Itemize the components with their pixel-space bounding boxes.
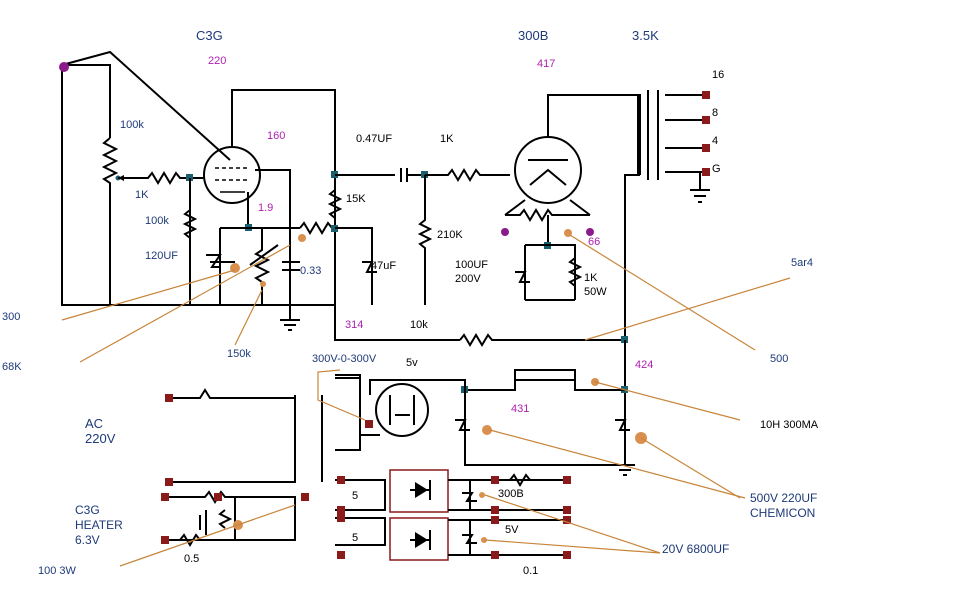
voltage-417: 417 bbox=[537, 58, 555, 70]
label-5v-rect: 5v bbox=[406, 357, 418, 369]
volume-pot bbox=[101, 137, 119, 305]
tap-16[interactable] bbox=[702, 91, 710, 99]
label-0-1: 0.1 bbox=[523, 565, 538, 577]
label-sec-5a: 5 bbox=[352, 490, 358, 502]
label-220v: 220V bbox=[85, 431, 116, 446]
c3g-tube bbox=[203, 89, 336, 228]
label-100k-pot: 100k bbox=[120, 119, 144, 131]
label-chemicon-1: 500V 220UF bbox=[750, 491, 817, 505]
label-c3g-heater-1: C3G bbox=[75, 503, 100, 517]
rectifier-tube bbox=[375, 383, 429, 437]
voltage-424: 424 bbox=[635, 359, 653, 371]
label-c3g-heater-3: 6.3V bbox=[75, 533, 100, 547]
label-047uf: 0.47UF bbox=[356, 133, 392, 145]
tap-4-label: 4 bbox=[712, 135, 718, 147]
cathode-resistor bbox=[253, 228, 271, 305]
note-5ar4: 5ar4 bbox=[791, 257, 813, 269]
label-ac: AC bbox=[85, 416, 103, 431]
label-10k: 10k bbox=[410, 319, 428, 331]
tap-16-label: 16 bbox=[712, 69, 724, 81]
label-300b: 300B bbox=[518, 28, 548, 43]
label-150k: 150k bbox=[227, 348, 251, 360]
label-50w: 50W bbox=[584, 286, 607, 298]
note-68k: 68K bbox=[2, 361, 22, 373]
output-transformer bbox=[637, 90, 710, 203]
label-ht-winding: 300V-0-300V bbox=[312, 353, 377, 365]
ac-terminal-2[interactable] bbox=[165, 478, 173, 486]
tap-4[interactable] bbox=[702, 144, 710, 152]
label-120uf: 120UF bbox=[145, 250, 178, 262]
label-0-5: 0.5 bbox=[184, 553, 199, 565]
label-choke: 10H 300MA bbox=[760, 419, 819, 431]
label-sec-5b: 5 bbox=[352, 532, 358, 544]
voltage-431: 431 bbox=[511, 403, 529, 415]
label-47uf: 47uF bbox=[371, 260, 396, 272]
label-210k: 210K bbox=[437, 229, 463, 241]
note-500: 500 bbox=[770, 353, 788, 365]
label-3-5k: 3.5K bbox=[632, 28, 659, 43]
input-terminal[interactable] bbox=[59, 62, 69, 72]
voltage-66: 66 bbox=[588, 236, 600, 248]
label-c3g: C3G bbox=[196, 28, 223, 43]
label-5v-heater: 5V bbox=[505, 524, 519, 536]
tap-g-label: G bbox=[712, 163, 721, 175]
grid-resistor bbox=[118, 171, 205, 185]
note-100-3w: 100 3W bbox=[38, 565, 77, 577]
label-033: 0.33 bbox=[300, 265, 321, 277]
tap-g[interactable] bbox=[702, 168, 710, 176]
label-100k: 100k bbox=[145, 215, 169, 227]
label-100uf: 100UF bbox=[455, 259, 488, 271]
label-6800uf: 20V 6800UF bbox=[662, 542, 729, 556]
voltage-220: 220 bbox=[208, 55, 226, 67]
note-300: 300 bbox=[2, 311, 20, 323]
300b-tube bbox=[514, 94, 641, 204]
tap-8[interactable] bbox=[702, 116, 710, 124]
voltage-160: 160 bbox=[267, 130, 285, 142]
label-200v: 200V bbox=[455, 273, 481, 285]
voltage-314: 314 bbox=[345, 319, 363, 331]
label-1k-grid: 1K bbox=[135, 189, 149, 201]
ac-terminal-1[interactable] bbox=[165, 394, 173, 402]
label-1k-grid2: 1K bbox=[440, 133, 454, 145]
tap-8-label: 8 bbox=[712, 107, 718, 119]
voltage-1-9: 1.9 bbox=[258, 202, 273, 214]
label-1k-cath2: 1K bbox=[584, 272, 598, 284]
label-chemicon-2: CHEMICON bbox=[750, 506, 815, 520]
label-300b-heater: 300B bbox=[498, 488, 524, 500]
heater-rectifiers bbox=[389, 469, 449, 561]
label-15k: 15K bbox=[346, 193, 366, 205]
label-c3g-heater-2: HEATER bbox=[75, 518, 123, 532]
